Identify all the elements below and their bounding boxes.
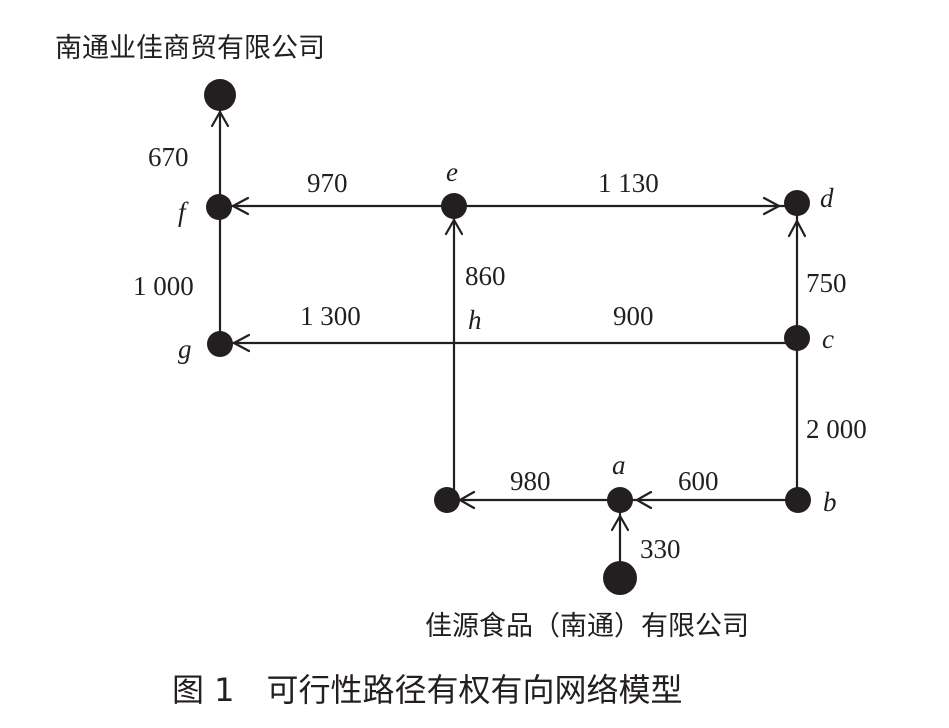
node-label-e: e — [446, 157, 458, 187]
node-label-h: h — [468, 305, 482, 335]
arrowhead-c-d — [787, 219, 807, 238]
node-labels: e d f g c h a b — [178, 157, 837, 517]
figure-caption: 图 1 可行性路径有权有向网络模型 — [172, 671, 683, 709]
weight-g-f: 1 000 — [133, 271, 194, 301]
arrowhead-e-f — [231, 196, 250, 216]
weight-x-e: 860 — [465, 261, 506, 291]
weight-b-a: 600 — [678, 466, 719, 496]
edges — [218, 97, 800, 565]
weight-f-sink: 670 — [148, 142, 189, 172]
node-sink — [204, 79, 236, 111]
node-f — [206, 194, 232, 220]
node-a — [607, 487, 633, 513]
node-c — [784, 325, 810, 351]
node-g — [207, 331, 233, 357]
node-label-c: c — [822, 324, 834, 354]
node-label-b: b — [823, 487, 837, 517]
arrowhead-e-d — [762, 196, 781, 216]
node-e — [441, 193, 467, 219]
node-b — [785, 487, 811, 513]
node-x — [434, 487, 460, 513]
node-label-d: d — [820, 183, 834, 213]
node-label-f: f — [178, 197, 189, 227]
weight-e-f: 970 — [307, 168, 348, 198]
arrowhead-x-e — [444, 218, 464, 236]
arrowhead-f-sink — [210, 110, 230, 128]
node-label-g: g — [178, 334, 192, 364]
node-source — [603, 561, 637, 595]
weight-c-h: 900 — [613, 301, 654, 331]
edge-weights: 330 980 600 2 000 750 900 1 300 860 1 13… — [133, 142, 867, 564]
node-d — [784, 190, 810, 216]
weight-c-d: 750 — [806, 268, 847, 298]
weight-b-c: 2 000 — [806, 414, 867, 444]
arrowhead-source-a — [610, 514, 630, 532]
weight-source-a: 330 — [640, 534, 681, 564]
node-label-a: a — [612, 450, 626, 480]
sink-label: 南通业佳商贸有限公司 — [55, 33, 325, 64]
nodes — [204, 79, 811, 595]
weight-e-d: 1 130 — [598, 168, 659, 198]
arrowhead-c-g — [232, 333, 251, 353]
weight-h-g: 1 300 — [300, 301, 361, 331]
source-label: 佳源食品（南通）有限公司 — [425, 611, 749, 642]
weight-a-x: 980 — [510, 466, 551, 496]
arrowhead-b-a — [635, 490, 653, 510]
